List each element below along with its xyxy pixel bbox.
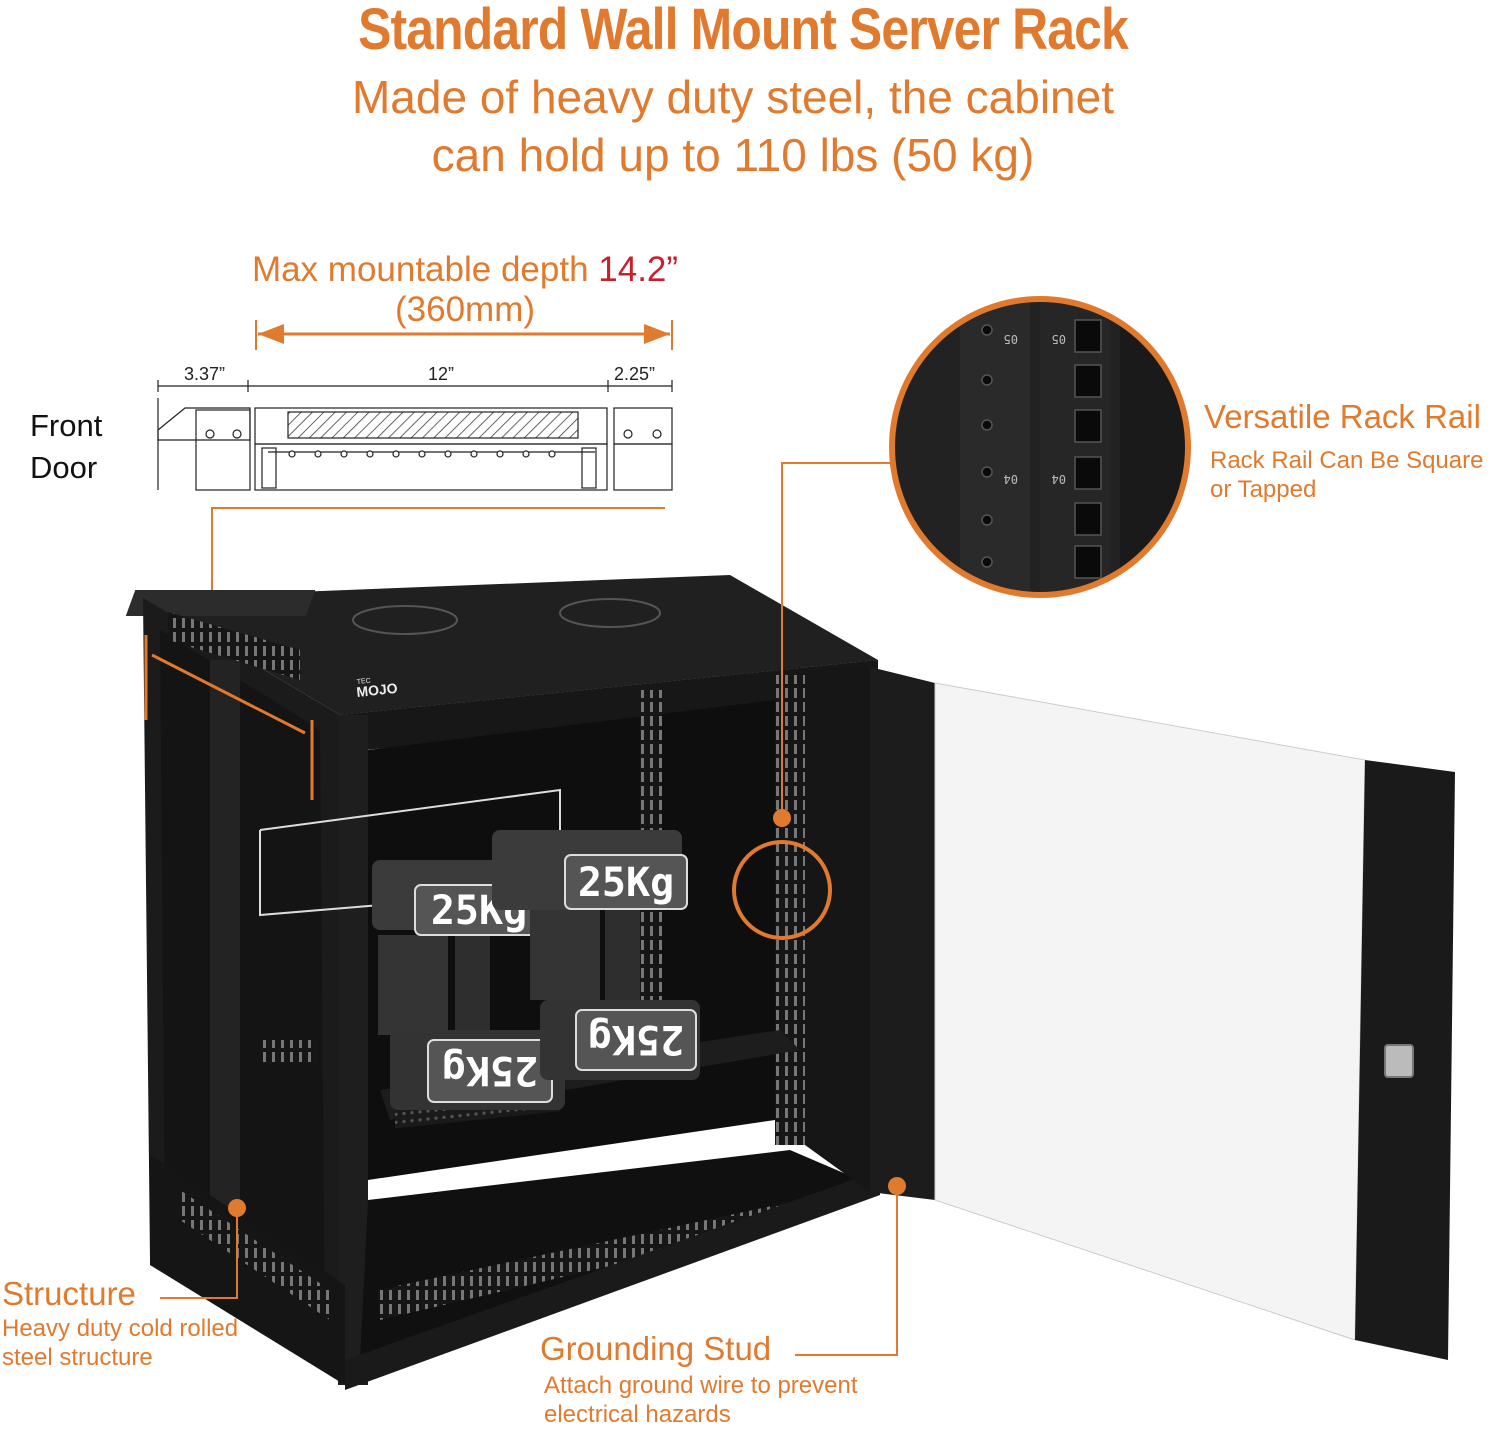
top-view-drawing (157, 380, 673, 491)
rail-leader (781, 462, 892, 818)
rail-dot (773, 809, 791, 827)
dim-right: 2.25” (614, 364, 656, 384)
depth-metric: (360mm) (394, 290, 536, 329)
structure-callout-title: Structure (2, 1275, 136, 1312)
front-door-line-1: Front (30, 408, 103, 443)
rail-mark: 05 (1052, 332, 1066, 346)
depth-label: Max mountable depth 14.2” (360mm) (180, 250, 750, 330)
brand-logo: MOJO (356, 680, 399, 700)
front-door-label: Front Door (30, 405, 102, 489)
structure-dot (228, 1199, 246, 1217)
structure-callout-desc: Heavy duty cold rolled steel structure (2, 1315, 239, 1371)
rail-mark: 04 (1052, 472, 1066, 486)
subtitle-line-1: Made of heavy duty steel, the cabinet (351, 71, 1115, 123)
ground-leader (795, 1186, 898, 1356)
weight-set: 25Kg 25Kg 25Kg 25Kg (372, 830, 700, 1110)
dim-left: 3.37” (184, 364, 226, 384)
glass-door (805, 667, 1455, 1360)
depth-value: 14.2” (598, 250, 679, 289)
ground-callout-desc: Attach ground wire to prevent electrical… (544, 1372, 858, 1428)
subtitle-line-2: can hold up to 110 lbs (50 kg) (431, 129, 1035, 181)
rail-highlight-circle (732, 840, 832, 940)
brand-logo-small: TEC (356, 678, 371, 686)
depth-arrow (255, 320, 673, 350)
weight-label: 25Kg (578, 860, 674, 906)
ground-callout-title: Grounding Stud (540, 1330, 772, 1367)
weight-label: 25Kg (588, 1016, 684, 1062)
page-title: Standard Wall Mount Server Rack (358, 0, 1129, 62)
rail-callout-title: Versatile Rack Rail (1204, 398, 1481, 435)
rail-mark: 05 (1004, 332, 1018, 346)
cabinet-body (125, 575, 880, 1390)
weight-label: 25Kg (442, 1047, 538, 1093)
rail-closeup-frame (889, 296, 1191, 598)
side-depth-marker (144, 635, 314, 800)
ground-dot (888, 1177, 906, 1195)
rail-mark: 04 (1004, 472, 1018, 486)
structure-leader (160, 1208, 238, 1299)
front-door-line-2: Door (30, 450, 98, 485)
depth-label-text: Max mountable depth (251, 250, 589, 289)
dim-middle: 12” (428, 364, 455, 384)
rail-callout-desc: Rack Rail Can Be Square or Tapped (1210, 447, 1484, 503)
